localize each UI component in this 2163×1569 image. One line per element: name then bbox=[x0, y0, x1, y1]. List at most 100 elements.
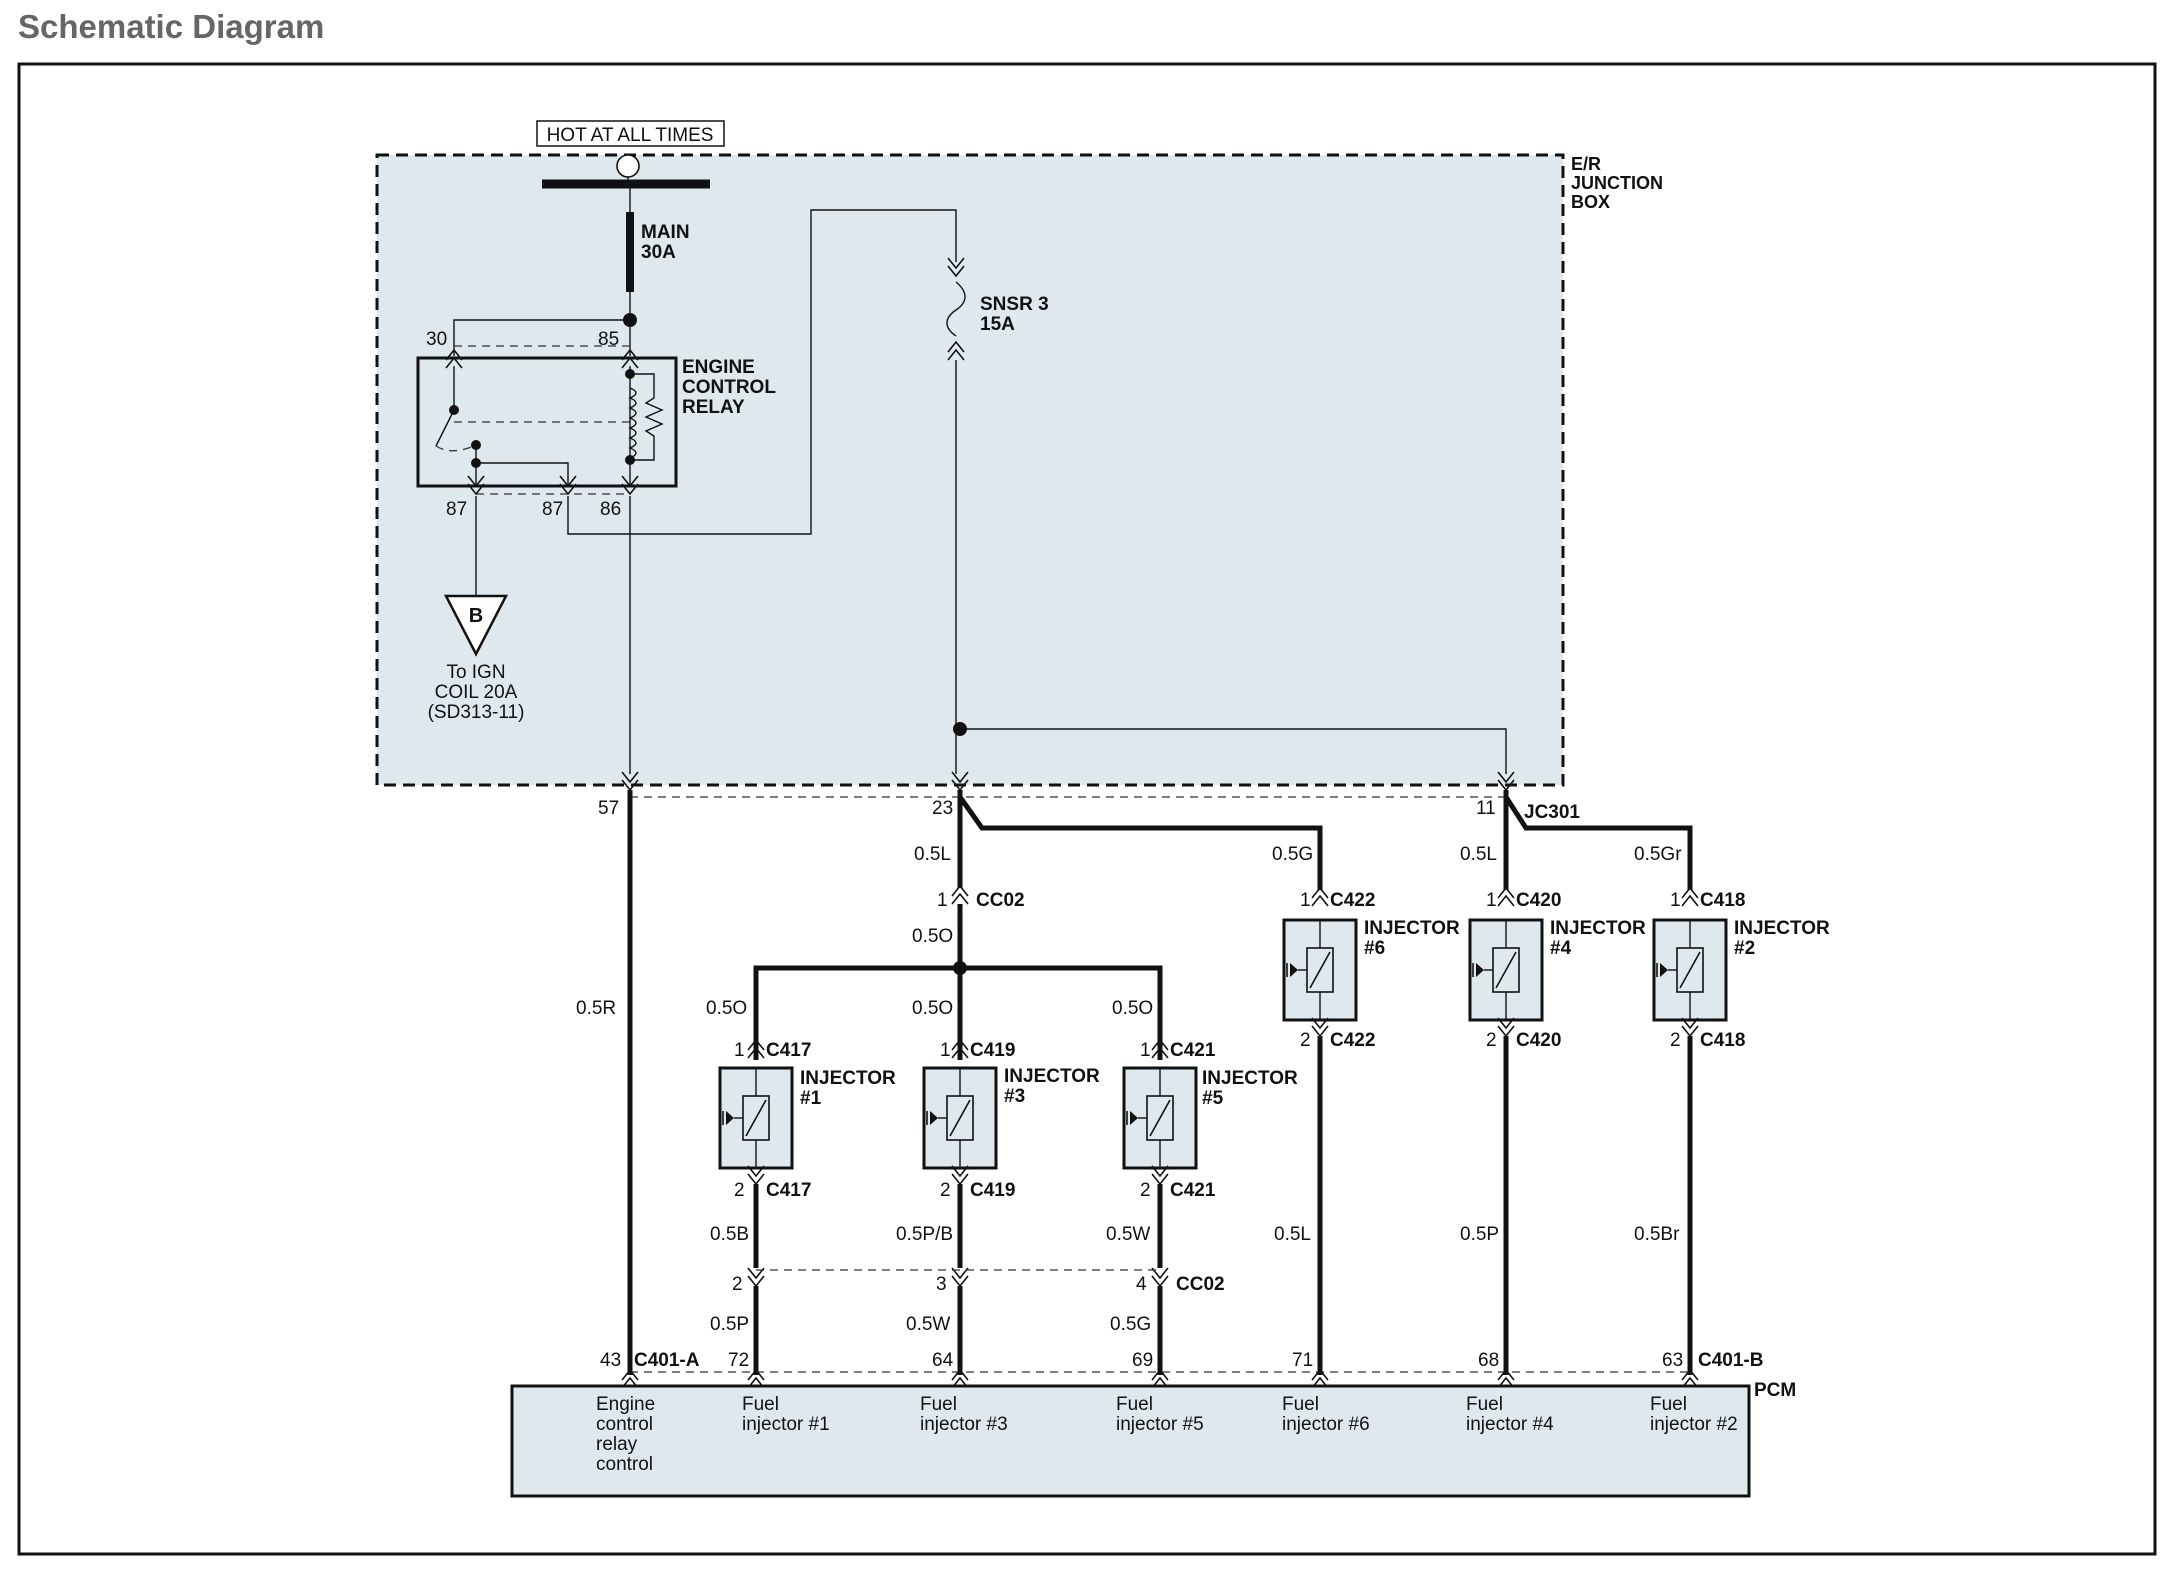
cc02-pin1: 1 bbox=[937, 890, 948, 911]
relay-resistor-icon bbox=[630, 373, 664, 461]
injector-1: 0.5O 1 C417 INJECTOR #1 2 C417 0.5B 0.5P bbox=[706, 998, 896, 1335]
pcm-erc-4: control bbox=[596, 1454, 653, 1475]
pin-label: 2 bbox=[734, 1180, 745, 1201]
wire-label-05L-c420: 0.5L bbox=[1460, 844, 1497, 865]
cc02-label: CC02 bbox=[976, 890, 1025, 911]
ign-ref-line1: To IGN bbox=[446, 662, 505, 683]
injector-2: 1 C418 INJECTOR #2 2 C418 0.5Br bbox=[1634, 887, 1830, 1375]
pcm-conn-b: C401-B bbox=[1698, 1350, 1763, 1371]
pcm-label: PCM bbox=[1754, 1380, 1796, 1401]
injector-5: 0.5O 1 C421 INJECTOR #5 2 C421 0.5W 0.5G bbox=[1106, 998, 1298, 1335]
main-fuse-name: MAIN bbox=[641, 222, 690, 243]
snsr-fuse-name: SNSR 3 bbox=[980, 294, 1049, 315]
ign-ref-badge: B bbox=[469, 605, 483, 627]
connector-label: C422 bbox=[1330, 890, 1375, 911]
pcm-fuel-4: Fuel bbox=[1466, 1394, 1503, 1415]
pcm-fuel-5: Fuel bbox=[1116, 1394, 1153, 1415]
connector-label: C418 bbox=[1700, 890, 1745, 911]
relay-switch-icon bbox=[435, 409, 455, 447]
pcm-inj-1: injector #1 bbox=[742, 1414, 830, 1435]
diagram-frame bbox=[17, 62, 2157, 1556]
pin-label: 1 bbox=[940, 1040, 951, 1061]
injector-number: #6 bbox=[1364, 938, 1385, 959]
main-fuse-rating: 30A bbox=[641, 242, 676, 263]
injector-label: INJECTOR bbox=[1004, 1066, 1100, 1087]
pcm-inj-3: injector #3 bbox=[920, 1414, 1008, 1435]
pcm-pin-43: 43 bbox=[600, 1350, 621, 1371]
injector-icon bbox=[718, 1066, 794, 1170]
injector-icon bbox=[1282, 918, 1358, 1022]
wire-label: 0.5Br bbox=[1634, 1224, 1680, 1245]
junction-box-label-3: BOX bbox=[1571, 192, 1610, 212]
injector-number: #5 bbox=[1202, 1088, 1224, 1109]
wire-label: 0.5P bbox=[1460, 1224, 1499, 1245]
injector-3: 0.5O 1 C419 INJECTOR #3 2 C419 0.5P/B 0.… bbox=[896, 998, 1100, 1335]
injector-number: #1 bbox=[800, 1088, 822, 1109]
pcm-fuel-6: Fuel bbox=[1282, 1394, 1319, 1415]
pcm-fuel-1: Fuel bbox=[742, 1394, 779, 1415]
relay-pin-85: 85 bbox=[598, 329, 619, 350]
pcm-erc-1: Engine bbox=[596, 1394, 655, 1415]
wire-label: 0.5B bbox=[710, 1224, 749, 1245]
connector-label: CC02 bbox=[1176, 1274, 1225, 1295]
pcm-conn-a: C401-A bbox=[634, 1350, 700, 1371]
connector-label: C421 bbox=[1170, 1040, 1216, 1061]
relay-pin-87a: 87 bbox=[446, 499, 467, 520]
injector-label: INJECTOR bbox=[1202, 1068, 1298, 1089]
injector-icon bbox=[922, 1066, 998, 1170]
junction-box-label-1: E/R bbox=[1571, 154, 1601, 174]
pin-label: 2 bbox=[1670, 1030, 1681, 1051]
injector-label: INJECTOR bbox=[1734, 918, 1830, 939]
connector-label: C417 bbox=[766, 1040, 811, 1061]
pcm-fuel-3: Fuel bbox=[920, 1394, 957, 1415]
pcm-inj-2: injector #2 bbox=[1650, 1414, 1738, 1435]
hot-label-box bbox=[536, 120, 725, 147]
pcm-pin-63: 63 bbox=[1662, 1350, 1683, 1371]
wire-label: 0.5W bbox=[906, 1314, 950, 1335]
ign-ref-triangle bbox=[443, 594, 509, 657]
pin-23: 23 bbox=[932, 798, 953, 819]
relay-label-3: RELAY bbox=[682, 397, 745, 418]
junction-box-label-2: JUNCTION bbox=[1571, 173, 1663, 193]
pin-label: 2 bbox=[1486, 1030, 1497, 1051]
injector-number: #4 bbox=[1550, 938, 1572, 959]
power-source-icon bbox=[616, 154, 640, 178]
connector-label: C419 bbox=[970, 1040, 1015, 1061]
pcm-pin-71: 71 bbox=[1292, 1350, 1313, 1371]
pcm-inj-5: injector #5 bbox=[1116, 1414, 1204, 1435]
connector-label: C420 bbox=[1516, 1030, 1561, 1051]
pin-label: 4 bbox=[1136, 1274, 1147, 1295]
injector-number: #2 bbox=[1734, 938, 1755, 959]
jc301-label: JC301 bbox=[1524, 802, 1580, 823]
connector-label: C417 bbox=[766, 1180, 811, 1201]
pin-label: 1 bbox=[1670, 890, 1681, 911]
wire-label-05L-main: 0.5L bbox=[914, 844, 951, 865]
relay-label-1: ENGINE bbox=[682, 357, 755, 378]
pcm-pin-68: 68 bbox=[1478, 1350, 1499, 1371]
relay-coil-icon bbox=[628, 387, 637, 459]
pin-label: 2 bbox=[1140, 1180, 1151, 1201]
wire-label: 0.5O bbox=[1112, 998, 1153, 1019]
injector-label: INJECTOR bbox=[800, 1068, 896, 1089]
pin-label: 1 bbox=[1140, 1040, 1151, 1061]
pcm-fuel-2: Fuel bbox=[1650, 1394, 1687, 1415]
injector-number: #3 bbox=[1004, 1086, 1025, 1107]
wire-label: 0.5P bbox=[710, 1314, 749, 1335]
injector-4: 1 C420 INJECTOR #4 2 C420 0.5P bbox=[1460, 887, 1646, 1375]
wire-label: 0.5O bbox=[912, 998, 953, 1019]
wire-label: 0.5P/B bbox=[896, 1224, 953, 1245]
pcm-inj-4: injector #4 bbox=[1466, 1414, 1554, 1435]
wire-label: 0.5L bbox=[1274, 1224, 1311, 1245]
injector-6: 1 C422 INJECTOR #6 2 C422 0.5L bbox=[1274, 887, 1460, 1375]
wire-label: 0.5W bbox=[1106, 1224, 1150, 1245]
injector-icon bbox=[1468, 918, 1544, 1022]
pcm-erc-2: control bbox=[596, 1414, 653, 1435]
ign-ref-line2: COIL 20A bbox=[435, 682, 518, 703]
pcm-erc-3: relay bbox=[596, 1434, 638, 1455]
pin-label: 1 bbox=[1300, 890, 1311, 911]
cc02-lower-connector: 2 3 4 CC02 bbox=[732, 1267, 1225, 1295]
relay-pin-30: 30 bbox=[426, 329, 447, 350]
wire-label-05Gr: 0.5Gr bbox=[1634, 844, 1682, 865]
pin-label: 1 bbox=[734, 1040, 745, 1061]
